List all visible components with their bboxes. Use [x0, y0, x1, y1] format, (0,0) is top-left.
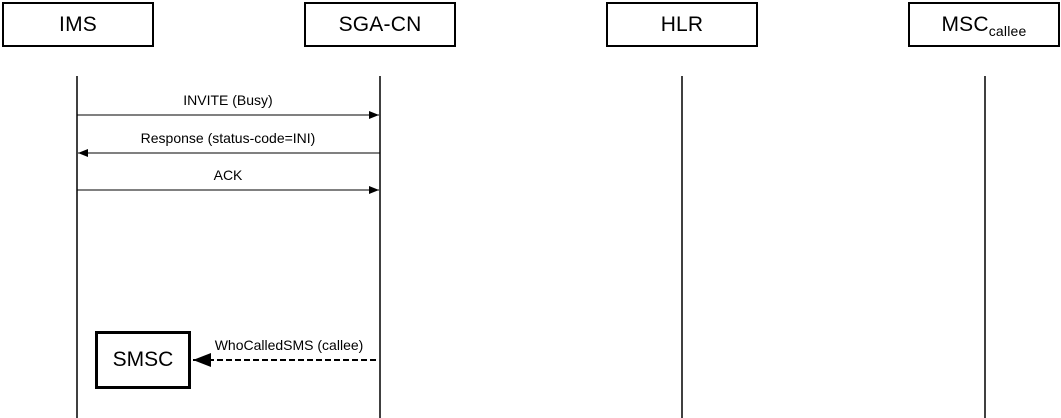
message-label-ack: ACK — [213, 167, 243, 183]
smsc-label: SMSC — [112, 348, 174, 371]
smsc-node: SMSC — [95, 331, 191, 389]
message-label-invite: INVITE (Busy) — [183, 92, 273, 108]
message-label-response: Response (status-code=INI) — [140, 130, 316, 146]
actor-ims: IMS — [2, 2, 154, 47]
actor-label-main: MSC — [941, 12, 989, 36]
actor-label-subscript: callee — [988, 22, 1027, 39]
actor-label: HLR — [660, 12, 704, 36]
actor-label: IMS — [59, 12, 97, 36]
actor-label: SGA-CN — [338, 12, 422, 36]
actor-sga-cn: SGA-CN — [304, 2, 456, 47]
message-label-whocalledsms: WhoCalledSMS (callee) — [214, 337, 364, 353]
actor-hlr: HLR — [606, 2, 758, 47]
actor-msc-callee: MSCcallee — [908, 2, 1060, 47]
actor-label: MSCcallee — [941, 12, 1027, 39]
